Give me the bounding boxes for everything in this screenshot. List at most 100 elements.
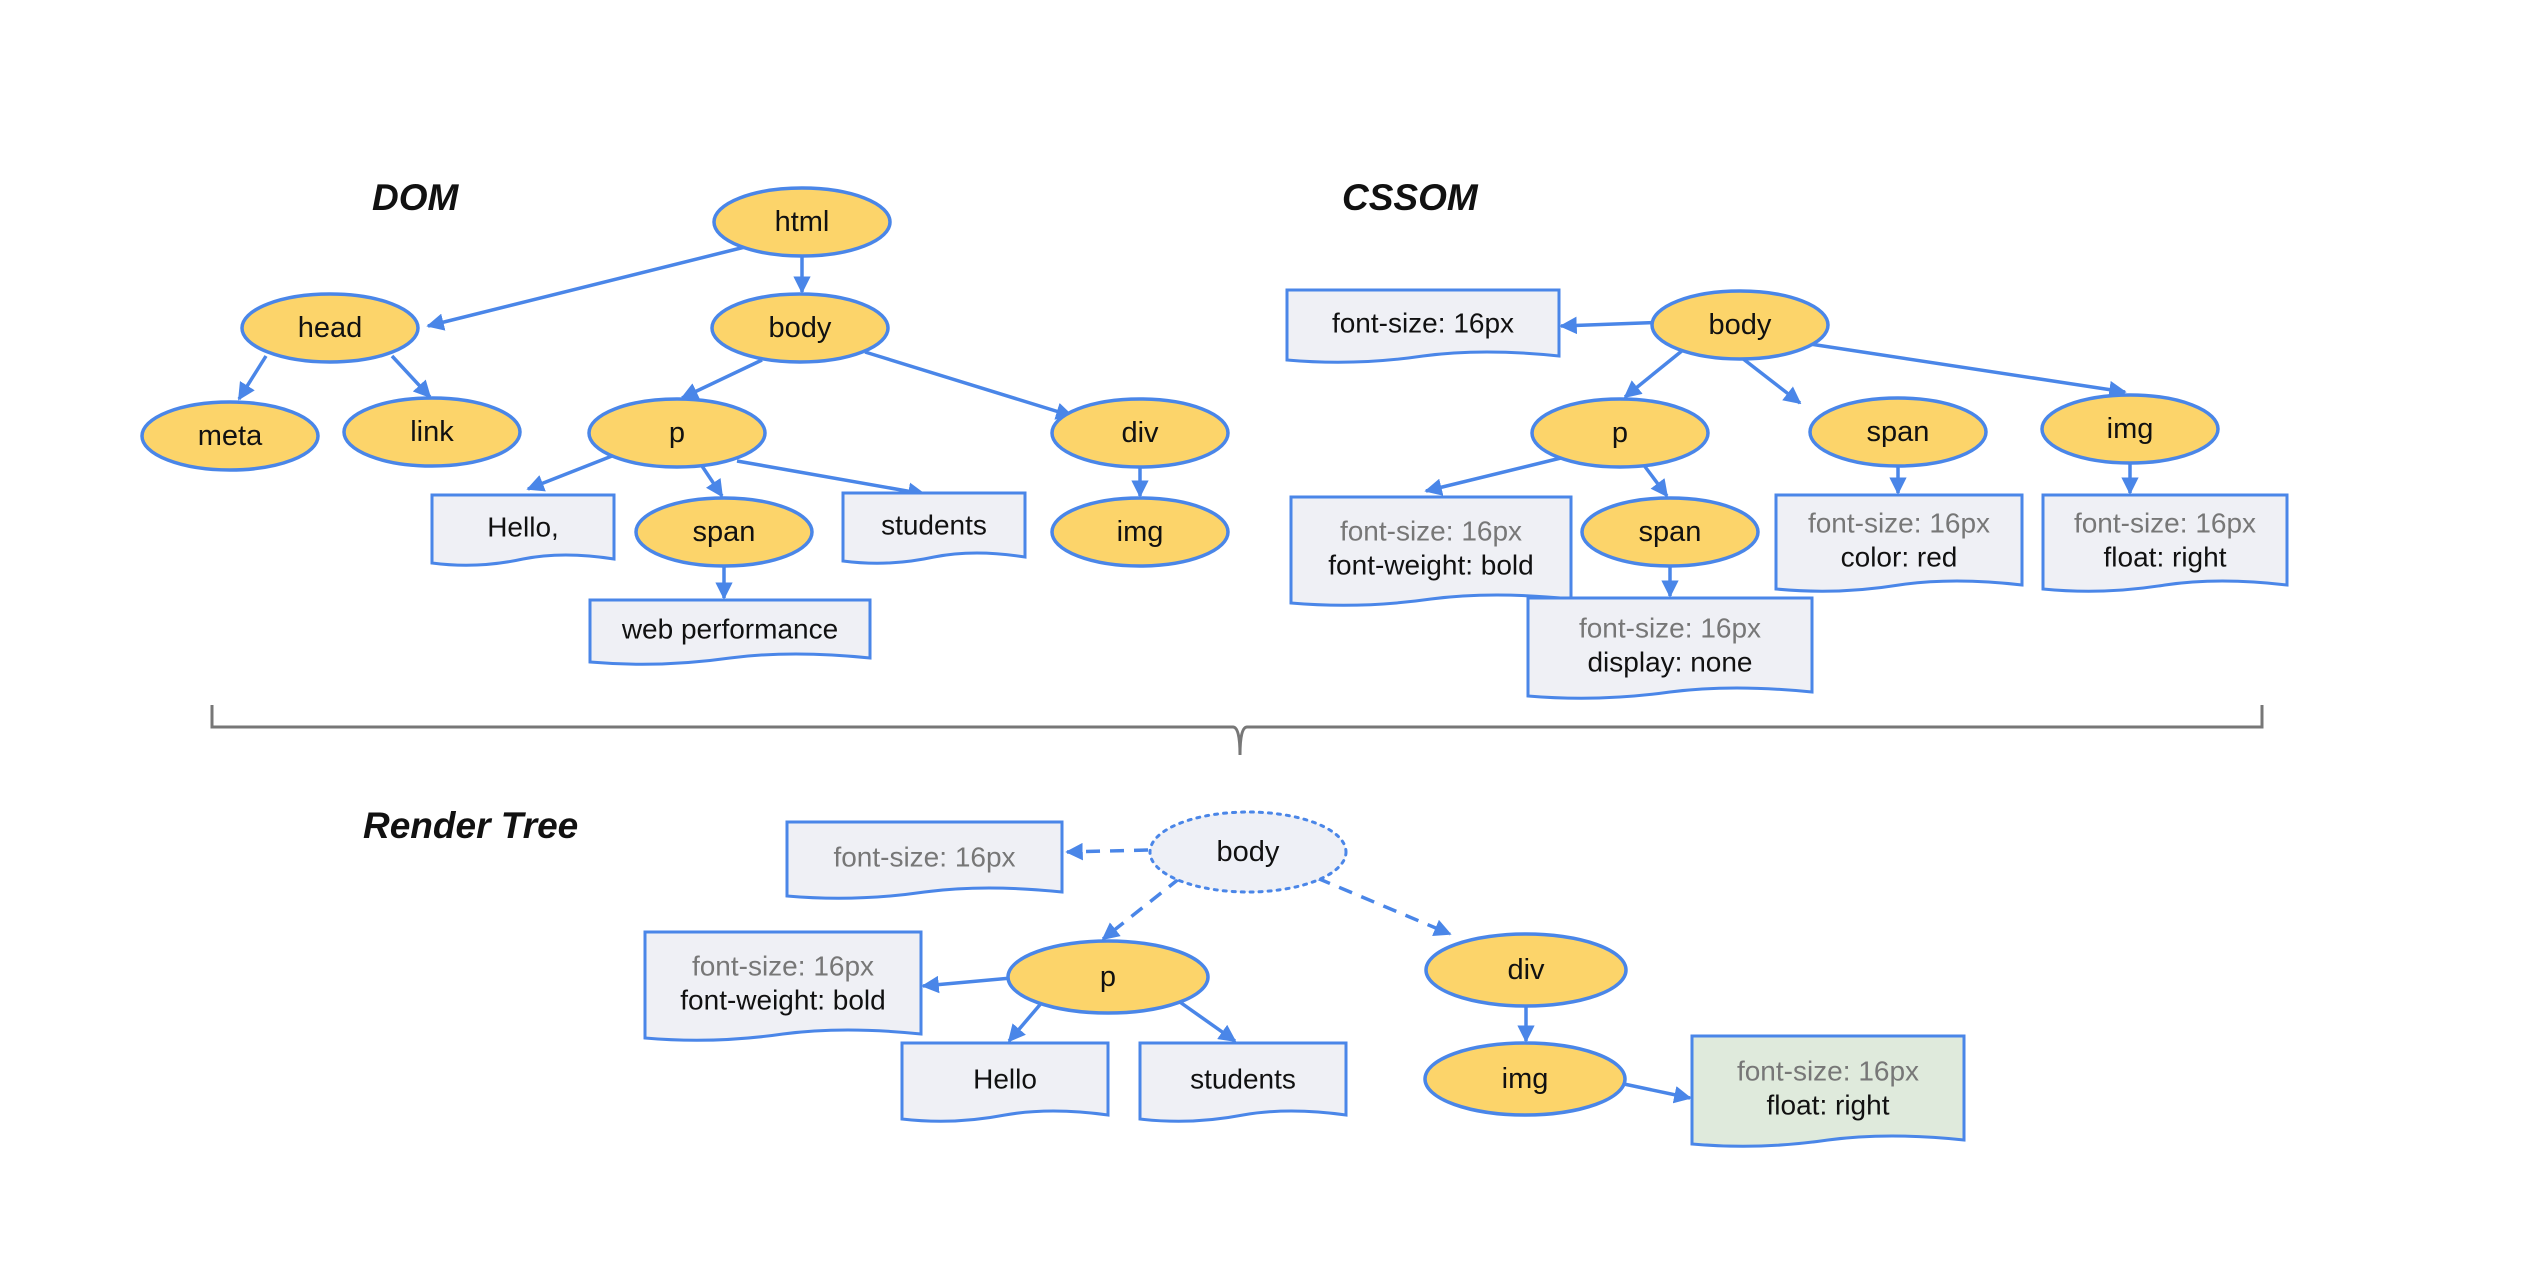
node-cssom-span-child: span [1580,496,1760,568]
node-rt-p: p [1006,939,1210,1015]
edge-arrow [736,459,926,500]
node-label: span [1867,416,1930,448]
note-shape [900,1041,1110,1123]
node-shape [1808,396,1988,468]
dom-heading: DOM [372,177,460,218]
node-label: body [1709,309,1772,341]
node-label: link [410,416,454,448]
edge-arrow [1623,1082,1692,1104]
note-line: float: right [2104,542,2227,573]
node-cssom-body: body [1650,289,1830,361]
node-label: img [1502,1063,1549,1095]
edge-arrow [1641,462,1669,498]
edge-arrow [390,354,432,399]
node-label: img [2107,413,2154,445]
note-shape [588,598,872,666]
node-label: meta [198,420,263,452]
note-line: font-size: 16px [692,951,874,982]
note-shape [1690,1034,1966,1148]
note-line: float: right [1767,1090,1890,1121]
node-label: body [1217,836,1280,868]
node-label: div [1121,417,1159,449]
render-tree-heading: Render Tree [363,805,578,846]
note-dom-students: students [841,491,1027,565]
node-label: p [1612,417,1628,449]
node-cssom-span: span [1808,396,1988,468]
note-dom-web-performance: web performance [588,598,872,666]
node-label: p [669,417,685,449]
note-line: Hello [973,1064,1037,1095]
node-dom-p: p [587,397,767,469]
node-rt-img: img [1423,1041,1627,1117]
node-label: html [775,206,830,238]
node-label: span [1639,516,1702,548]
edge-arrow [237,355,268,401]
note-line: font-size: 16px [1808,508,1990,539]
note-shape [785,820,1064,900]
node-shape [634,496,814,568]
node-cssom-img: img [2040,393,2220,465]
note-shape [1526,596,1814,700]
note-line: font-size: 16px [1340,516,1522,547]
node-shape [2040,393,2220,465]
edges-layer [237,245,2139,1104]
note-line: students [1190,1064,1296,1095]
node-label: head [298,312,363,344]
node-dom-img: img [1050,496,1230,568]
note-line: font-size: 16px [2074,508,2256,539]
note-shape [1774,493,2024,593]
cssom-heading: CSSOM [1342,177,1479,218]
node-dom-html: html [712,186,892,258]
note-line: display: none [1587,647,1752,678]
note-shape [2041,493,2289,593]
note-rt-students: students [1138,1041,1348,1123]
node-shape [1530,397,1710,469]
node-dom-body: body [710,292,890,364]
edge-arrow [1424,455,1566,496]
edge-arrow [526,454,613,492]
node-cssom-p: p [1530,397,1710,469]
note-dom-hello: Hello, [430,493,616,567]
node-label: div [1507,954,1545,986]
edge-arrow [1065,842,1149,861]
section-brace [210,705,2264,756]
node-dom-head: head [240,292,420,364]
note-line: color: red [1841,542,1958,573]
note-line: font-size: 16px [1579,613,1761,644]
node-label: span [693,516,756,548]
node-label: body [769,312,832,344]
note-shape [430,493,616,567]
edge-arrow [426,245,746,331]
notes-layer: Hello, students web performance font-size: … [430,288,2289,1148]
note-line: font-weight: bold [1328,550,1533,581]
node-rt-div: div [1424,932,1628,1008]
edge-arrow [1740,356,1802,405]
node-shape [342,396,522,468]
edge-arrow [1316,876,1452,936]
edge-arrow [1007,998,1046,1043]
note-shape [1285,288,1561,364]
note-line: students [881,510,987,541]
edge-arrow [1101,876,1182,941]
note-shape [1138,1041,1348,1123]
note-cssom-body-style: font-size: 16px [1285,288,1561,364]
node-label: p [1100,961,1116,993]
node-shape [1424,932,1628,1008]
node-shape [587,397,767,469]
node-shape [710,292,890,364]
note-line: web performance [621,614,838,645]
node-shape [1580,496,1760,568]
edge-arrow [700,465,724,498]
node-dom-link: link [342,396,522,468]
nodes-layer: html head body meta link p div span img body p span… [140,186,2220,1117]
note-shape [643,930,923,1042]
node-dom-meta: meta [140,400,320,472]
edge-arrow [680,358,763,400]
node-shape [140,400,320,472]
node-shape [240,292,420,364]
node-shape [1148,810,1348,894]
